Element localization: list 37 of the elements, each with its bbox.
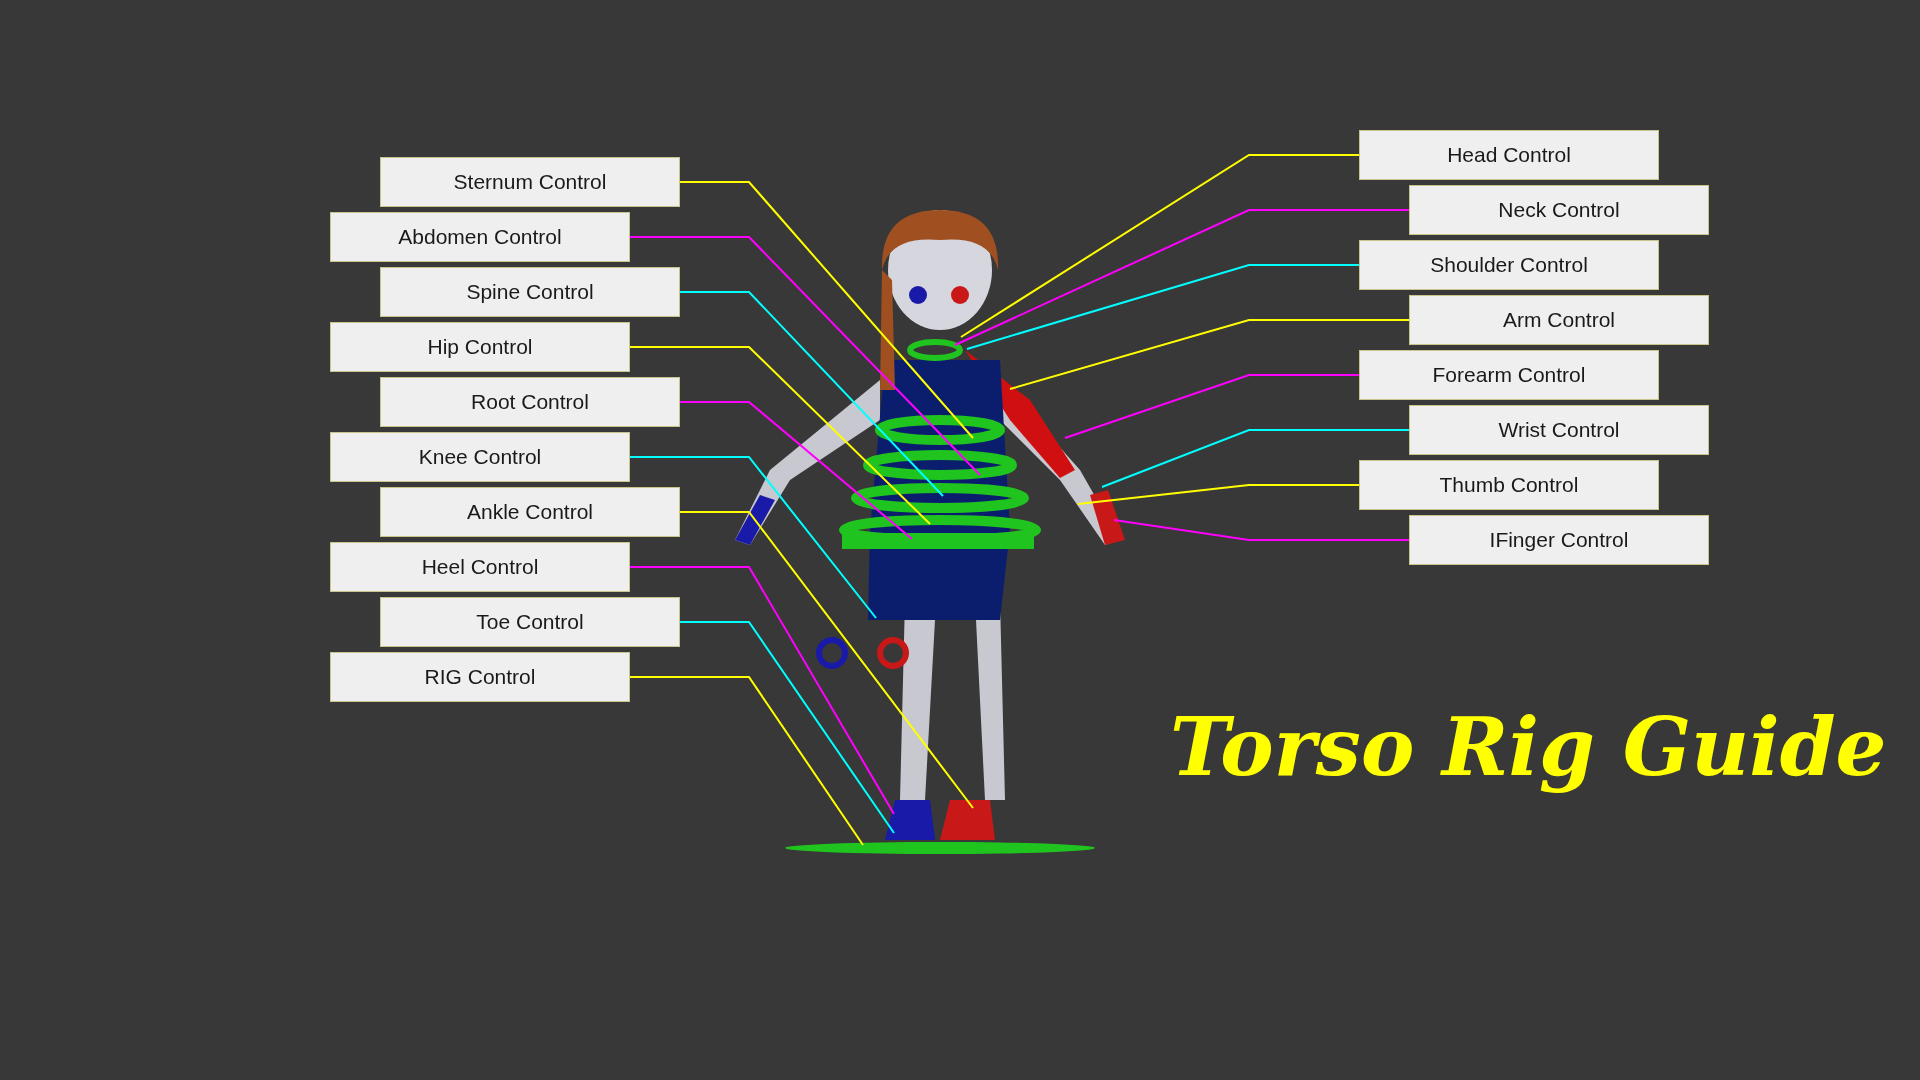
leader-line bbox=[629, 456, 877, 619]
leader-line bbox=[629, 346, 931, 525]
title: Torso Rig Guide bbox=[1170, 700, 1887, 794]
leader-line bbox=[1009, 319, 1410, 390]
label-box: Thumb Control bbox=[1359, 460, 1659, 510]
leader-line bbox=[954, 209, 1410, 346]
label-box: Arm Control bbox=[1409, 295, 1709, 345]
leader-line bbox=[966, 264, 1360, 350]
label-box: Heel Control bbox=[330, 542, 630, 592]
leader-line bbox=[1064, 374, 1360, 439]
label-box: RIG Control bbox=[330, 652, 630, 702]
label-box: Sternum Control bbox=[380, 157, 680, 207]
leader-line bbox=[679, 401, 913, 540]
label-box: Toe Control bbox=[380, 597, 680, 647]
label-box: Spine Control bbox=[380, 267, 680, 317]
leader-line bbox=[679, 291, 944, 497]
label-box: IFinger Control bbox=[1409, 515, 1709, 565]
leader-line bbox=[1113, 519, 1410, 541]
label-box: Root Control bbox=[380, 377, 680, 427]
leader-line bbox=[679, 511, 974, 809]
leader-line bbox=[1077, 484, 1360, 505]
leader-line bbox=[629, 676, 864, 846]
label-box: Shoulder Control bbox=[1359, 240, 1659, 290]
label-box: Forearm Control bbox=[1359, 350, 1659, 400]
leader-line bbox=[679, 181, 974, 439]
leader-line bbox=[1101, 429, 1410, 488]
leader-line bbox=[679, 621, 895, 834]
leader-line bbox=[629, 566, 895, 815]
label-box: Neck Control bbox=[1409, 185, 1709, 235]
label-box: Knee Control bbox=[330, 432, 630, 482]
label-box: Head Control bbox=[1359, 130, 1659, 180]
label-box: Ankle Control bbox=[380, 487, 680, 537]
label-box: Abdomen Control bbox=[330, 212, 630, 262]
leader-line bbox=[960, 154, 1360, 338]
leader-line bbox=[629, 236, 981, 476]
label-box: Wrist Control bbox=[1409, 405, 1709, 455]
label-box: Hip Control bbox=[330, 322, 630, 372]
